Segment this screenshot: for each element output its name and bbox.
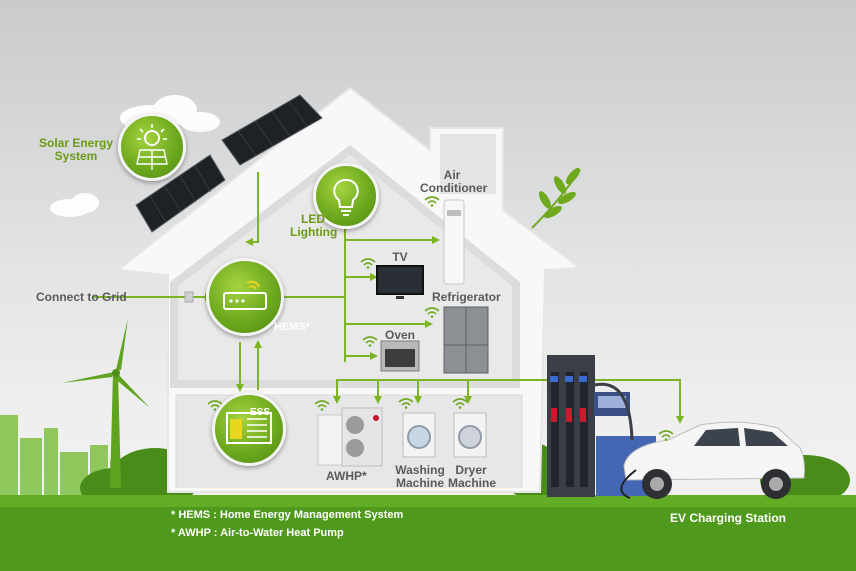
awhp-label: AWHP*: [326, 469, 367, 483]
washing-machine-icon: [402, 412, 436, 458]
light-bulb-icon: [333, 178, 359, 216]
wifi-icon: [452, 398, 468, 409]
ess-label: ESS: [250, 407, 271, 418]
wind-turbine-icon: [62, 318, 150, 488]
refrigerator-icon: [443, 306, 489, 374]
awhp-footnote: * AWHP : Air-to-Water Heat Pump: [171, 527, 344, 539]
wifi-icon: [424, 196, 440, 207]
solar-panel-icon: [136, 149, 168, 170]
tv-icon: [376, 265, 424, 299]
wifi-icon: [398, 398, 414, 409]
electric-car-icon: [620, 421, 805, 499]
wifi-icon: [360, 258, 376, 269]
led-lighting-circle: [313, 163, 379, 229]
tv-label: TV: [392, 250, 408, 264]
leaf-sprig-icon: [531, 167, 581, 229]
awhp-icon: [317, 407, 383, 467]
ev-charging-label: EV Charging Station: [670, 511, 787, 525]
solar-energy-circle: [118, 113, 186, 181]
refrigerator-label: Refrigerator: [432, 290, 501, 304]
wifi-icon: [314, 400, 330, 411]
hems-footnote: * HEMS : Home Energy Management System: [171, 509, 404, 521]
dryer-machine-label: Dryer Machine: [448, 463, 497, 490]
led-lighting-label: LED Lighting: [290, 212, 338, 239]
router-icon: [223, 280, 267, 310]
washing-machine-label: Washing Machine: [395, 463, 445, 490]
air-conditioner-label: Air Conditioner: [420, 168, 488, 195]
wifi-icon: [424, 307, 440, 318]
hems-label: HEMS*: [274, 321, 311, 333]
dryer-machine-icon: [453, 412, 487, 458]
ess-circle: [212, 392, 286, 466]
grid-socket-icon: [184, 291, 194, 303]
oven-label: Oven: [384, 328, 415, 342]
hems-circle: [206, 258, 284, 336]
battery-storage-icon: [226, 412, 272, 444]
wifi-icon: [362, 336, 378, 347]
solar-energy-label: Solar Energy System: [38, 136, 114, 163]
wifi-icon: [658, 430, 674, 441]
air-conditioner-icon: [443, 199, 465, 285]
oven-icon: [380, 340, 420, 372]
sun-icon: [136, 124, 168, 170]
grass: [0, 495, 856, 571]
connect-to-grid-label: Connect to Grid: [36, 290, 127, 304]
